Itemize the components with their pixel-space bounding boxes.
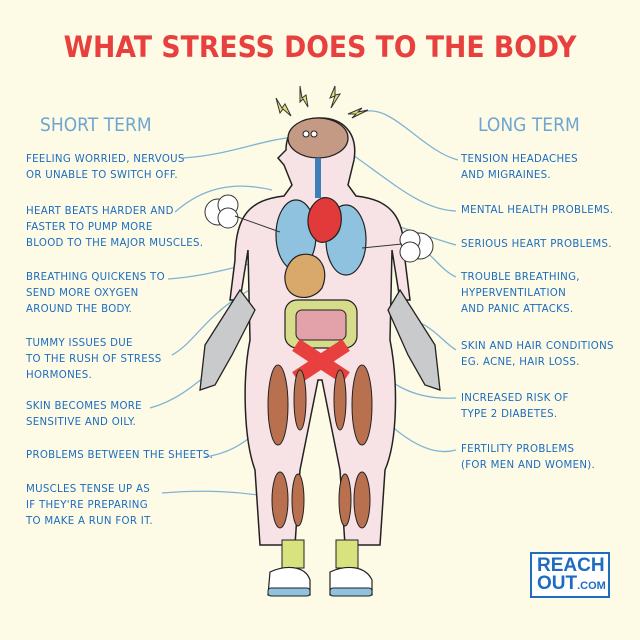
short-term-item: FEELING WORRIED, NERVOUS OR UNABLE TO SW… bbox=[26, 154, 185, 181]
stomach-icon bbox=[284, 253, 326, 298]
short-term-item: HEART BEATS HARDER AND FASTER TO PUMP MO… bbox=[26, 206, 204, 249]
page-title: WHAT STRESS DOES TO THE BODY bbox=[63, 30, 577, 64]
short-term-item: TUMMY ISSUES DUE TO THE RUSH OF STRESS H… bbox=[26, 338, 162, 381]
short-term-item: PROBLEMS BETWEEN THE SHEETS. bbox=[26, 450, 214, 461]
short-term-item: MUSCLES TENSE UP AS IF THEY'RE PREPARING… bbox=[26, 484, 153, 527]
logo-line2: OUT bbox=[537, 573, 578, 594]
long-term-item: TENSION HEADACHES AND MIGRAINES. bbox=[461, 154, 578, 181]
long-term-item: INCREASED RISK OF TYPE 2 DIABETES. bbox=[461, 393, 569, 420]
heart-icon bbox=[307, 197, 342, 243]
logo-line1: REACH bbox=[537, 555, 605, 576]
brain-icon bbox=[287, 117, 349, 159]
long-term-item: MENTAL HEALTH PROBLEMS. bbox=[461, 205, 614, 216]
long-term-item: SKIN AND HAIR CONDITIONS EG. ACNE, HAIR … bbox=[461, 341, 614, 368]
short-term-item: BREATHING QUICKENS TO SEND MORE OXYGEN A… bbox=[26, 272, 165, 315]
long-term-item: SERIOUS HEART PROBLEMS. bbox=[461, 239, 612, 250]
breath-cloud-icon bbox=[204, 194, 434, 263]
short-term-item: SKIN BECOMES MORE SENSITIVE AND OILY. bbox=[26, 401, 142, 428]
logo-suffix: .COM bbox=[577, 580, 606, 592]
short-term-heading: SHORT TERM bbox=[40, 114, 152, 136]
long-term-item: FERTILITY PROBLEMS (FOR MEN AND WOMEN). bbox=[461, 444, 596, 471]
reachout-logo[interactable]: REACH OUT.COM bbox=[530, 552, 610, 598]
long-term-heading: LONG TERM bbox=[478, 114, 580, 136]
lightning-icon bbox=[275, 85, 369, 119]
muscles-icon bbox=[267, 364, 373, 529]
long-term-item: TROUBLE BREATHING, HYPERVENTILATION AND … bbox=[461, 272, 580, 315]
